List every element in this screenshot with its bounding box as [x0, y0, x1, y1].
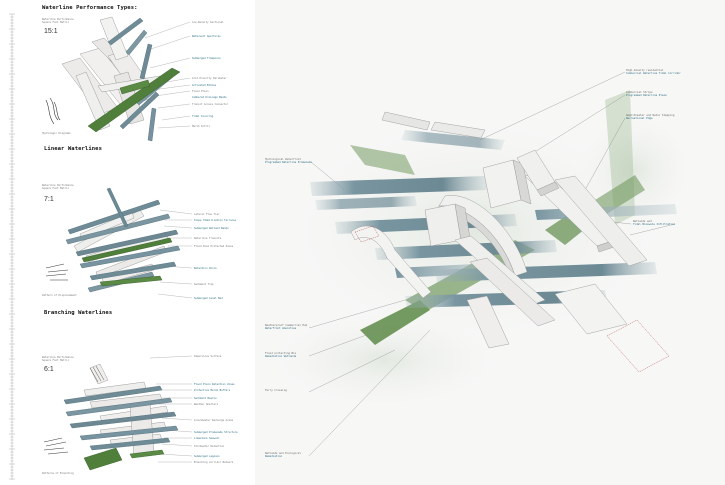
svg-text:Flood Rise Protected Zones: Flood Rise Protected Zones	[194, 244, 234, 248]
svg-text:Activated Eddies: Activated Eddies	[192, 83, 217, 87]
svg-text:Commercial Waterline Tidal Cor: Commercial Waterline Tidal Corridor	[626, 71, 681, 75]
svg-text:Weather Shelters: Weather Shelters	[194, 402, 219, 406]
svg-text:Tidal Sluicing: Tidal Sluicing	[192, 114, 214, 118]
svg-text:Submerged Promenade Structure: Submerged Promenade Structure	[194, 430, 238, 434]
svg-text:Programmed Waterline Promenade: Programmed Waterline Promenade	[265, 160, 312, 164]
svg-text:Remediation Wetlands: Remediation Wetlands	[265, 354, 297, 358]
left-panel: Waterline Performance Types: 15:1	[0, 0, 255, 485]
svg-text:Stormwater Retention: Stormwater Retention	[194, 444, 225, 448]
svg-text:Submerged Lagoons: Submerged Lagoons	[194, 454, 220, 458]
svg-text:Square Foot Metric: Square Foot Metric	[42, 20, 70, 24]
svg-text:Hydrologic Diagrams: Hydrologic Diagrams	[42, 131, 71, 135]
svg-text:Branching Corridor Network: Branching Corridor Network	[194, 460, 234, 464]
svg-text:Slope Stabilization Terraces: Slope Stabilization Terraces	[194, 218, 237, 222]
svg-text:Retention Pools: Retention Pools	[194, 266, 217, 270]
svg-text:Grid Polarity Perimeter: Grid Polarity Perimeter	[192, 76, 227, 80]
svg-text:Submerged Canal Bed: Submerged Canal Bed	[194, 296, 223, 300]
svg-text:Protective Marsh Buffers: Protective Marsh Buffers	[194, 388, 231, 392]
svg-text:Waterwall Apertures: Waterwall Apertures	[192, 34, 221, 38]
waterline-diagram-3: Waterline Performance Square Foot Metric…	[40, 342, 255, 482]
svg-text:Recreational Edge: Recreational Edge	[626, 116, 653, 120]
svg-text:Waterfront Amenities: Waterfront Amenities	[265, 326, 297, 330]
svg-text:Remediation: Remediation	[265, 454, 283, 458]
svg-text:Waterline Transits: Waterline Transits	[194, 236, 222, 240]
svg-text:Square Foot Metric: Square Foot Metric	[42, 186, 70, 190]
svg-text:Programmed Waterline Plaza: Programmed Waterline Plaza	[626, 93, 667, 97]
svg-text:Pattern of Displacement: Pattern of Displacement	[42, 293, 77, 297]
svg-text:Marsh Infill: Marsh Infill	[192, 124, 211, 128]
svg-text:Sediment Basins: Sediment Basins	[194, 396, 217, 400]
svg-text:Impervious Surface: Impervious Surface	[194, 354, 222, 358]
svg-text:Flood Plain: Flood Plain	[192, 89, 209, 93]
svg-text:Cambered Drainage Bands: Cambered Drainage Bands	[192, 95, 227, 99]
svg-text:Transit Access Connector: Transit Access Connector	[192, 102, 229, 106]
svg-text:Patterns of Branching: Patterns of Branching	[42, 471, 74, 475]
svg-text:Limestone Seawall: Limestone Seawall	[194, 436, 220, 440]
waterline-diagram-1: Waterline Performance Square Foot Metric…	[40, 16, 255, 151]
svg-text:Submerged Tidepools: Submerged Tidepools	[192, 56, 221, 60]
right-panel: High-density residential Commercial Wate…	[255, 0, 725, 485]
svg-text:Sediment Trap: Sediment Trap	[194, 282, 214, 286]
main-axonometric-drawing: High-density residential Commercial Wate…	[255, 0, 725, 485]
vertical-scale-ruler	[8, 14, 18, 480]
svg-text:Low-Density Sectional: Low-Density Sectional	[192, 20, 224, 24]
waterline-diagram-2: Waterline Performance Square Foot Metric…	[40, 176, 255, 306]
svg-text:Ferry Crossing: Ferry Crossing	[265, 388, 287, 392]
svg-text:Square Foot Metric: Square Foot Metric	[42, 358, 70, 362]
svg-text:Tidal Bioswale Infiltration: Tidal Bioswale Infiltration	[633, 222, 676, 226]
svg-text:Flood Plain Retention Zones: Flood Plain Retention Zones	[194, 382, 235, 386]
svg-text:Lateral Flow Tier: Lateral Flow Tier	[194, 212, 220, 216]
section-title-waterline-types: Waterline Performance Types:	[42, 5, 138, 11]
section-title-linear: Linear Waterlines	[44, 146, 102, 152]
section-title-branching: Branching Waterlines	[44, 310, 112, 316]
svg-text:Groundwater Recharge Areas: Groundwater Recharge Areas	[194, 418, 234, 422]
svg-text:Submerged Wetland Bands: Submerged Wetland Bands	[194, 226, 229, 230]
